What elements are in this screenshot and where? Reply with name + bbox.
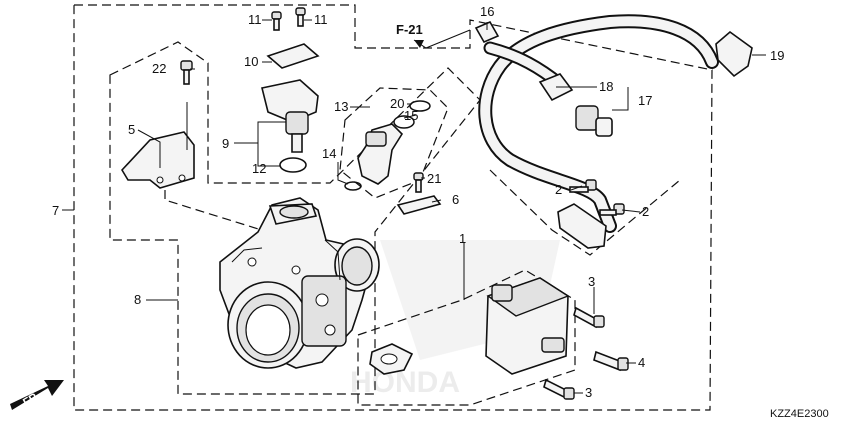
- injector-assembly: [344, 100, 431, 191]
- callout-2[interactable]: 2: [642, 204, 649, 219]
- callout-3[interactable]: 3: [588, 274, 595, 289]
- diagram-code: KZZ4E2300: [770, 408, 829, 420]
- callout-1[interactable]: 1: [459, 231, 466, 246]
- callout-2[interactable]: 2: [555, 182, 562, 197]
- leader-lines: [62, 19, 766, 394]
- ref-f21[interactable]: F-21: [396, 22, 471, 49]
- callout-9[interactable]: 9: [222, 136, 229, 151]
- callout-13[interactable]: 13: [334, 99, 348, 114]
- callout-21[interactable]: 21: [427, 171, 441, 186]
- callout-20[interactable]: 20: [390, 96, 404, 111]
- clip-16: [474, 20, 500, 44]
- hose-joint: [557, 179, 625, 249]
- callout-11[interactable]: 11: [248, 12, 262, 27]
- bracket: [121, 131, 195, 189]
- callout-17[interactable]: 17: [638, 93, 652, 108]
- callout-14[interactable]: 14: [322, 146, 336, 161]
- frame-hose: [489, 169, 681, 256]
- bolt-22: [180, 60, 193, 85]
- fitting-19: [715, 30, 753, 78]
- callout-19[interactable]: 19: [770, 48, 784, 63]
- gasket: [369, 343, 414, 375]
- callouts: 1 2 2 3 3 4 5 6 7 8 9 10 11 11 12 13 14 …: [52, 4, 784, 400]
- callout-12[interactable]: 12: [252, 161, 266, 176]
- screw-3-lower: [543, 378, 575, 400]
- screw-4: [593, 350, 629, 372]
- control-unit: [485, 277, 570, 375]
- callout-22[interactable]: 22: [152, 61, 166, 76]
- front-arrow: FR.: [10, 380, 64, 410]
- callout-15[interactable]: 15: [404, 108, 418, 123]
- callout-6[interactable]: 6: [452, 192, 459, 207]
- callout-18[interactable]: 18: [599, 79, 613, 94]
- throttle-body: [219, 197, 380, 369]
- frame-injector: [339, 87, 449, 199]
- assembly-frame-outer: [73, 4, 713, 411]
- callout-11[interactable]: 11: [314, 12, 328, 27]
- callout-16[interactable]: 16: [480, 4, 494, 19]
- callout-3[interactable]: 3: [585, 385, 592, 400]
- hose-17: [478, 14, 719, 233]
- callout-10[interactable]: 10: [244, 54, 258, 69]
- frame-control-unit: [357, 269, 576, 406]
- callout-8[interactable]: 8: [134, 292, 141, 307]
- screw-3-upper: [573, 306, 605, 329]
- callout-5[interactable]: 5: [128, 122, 135, 137]
- ref-f21-label[interactable]: F-21: [396, 22, 423, 37]
- plate-and-bolt: [396, 172, 442, 215]
- sensor-assembly: [261, 7, 320, 173]
- callout-4[interactable]: 4: [638, 355, 645, 370]
- callout-7[interactable]: 7: [52, 203, 59, 218]
